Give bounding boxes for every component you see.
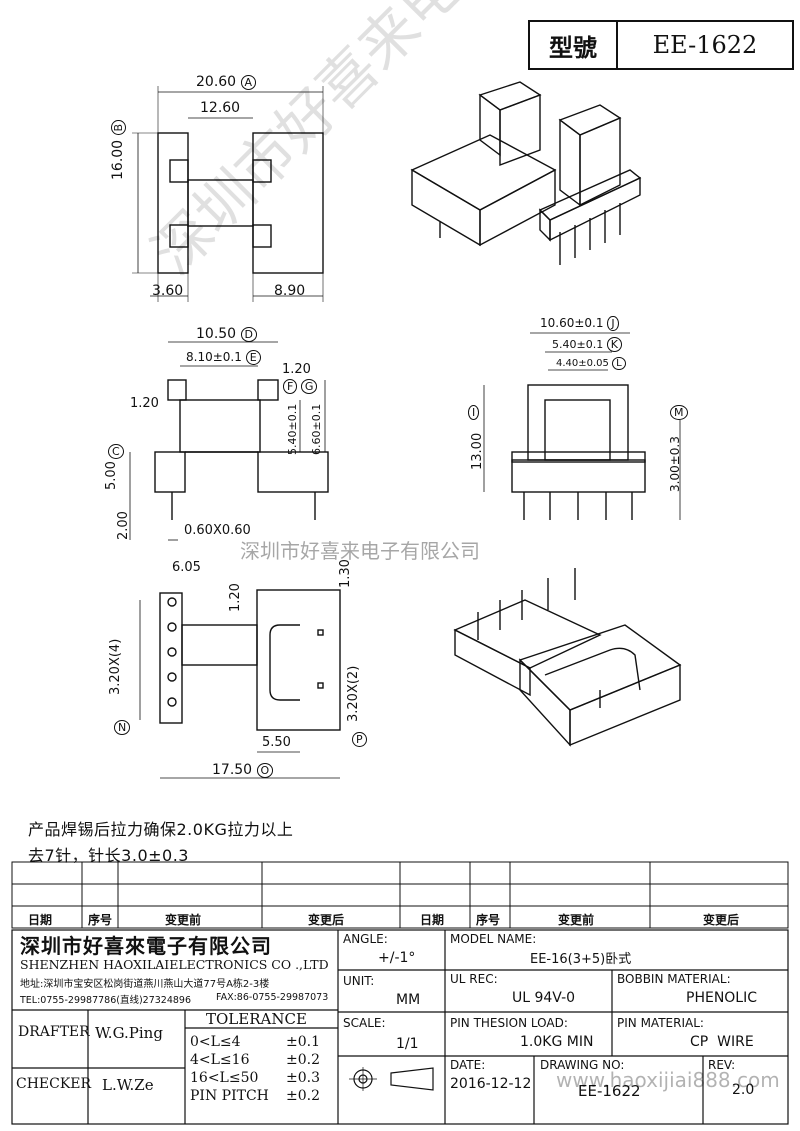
- dim-bottom-d: 3.20X(4): [108, 638, 123, 695]
- dim-bottom-e-id: P: [352, 732, 367, 747]
- note-line-2: 去7针，针长3.0±0.3: [28, 846, 189, 865]
- checker-label: CHECKER: [16, 1076, 92, 1092]
- dim-side-a: 10.60±0.1 J: [540, 316, 619, 331]
- watermark-footer: www.haoxijiai888.com: [556, 1068, 780, 1092]
- tolerance-row: 16<L≤50±0.3: [190, 1070, 320, 1086]
- rev-value: 2.0: [732, 1082, 755, 1098]
- side-view: [483, 332, 681, 520]
- watermark-horizontal: 深圳市好喜来电子有限公司: [240, 539, 480, 563]
- dim-bottom-f: 5.50: [262, 735, 291, 750]
- dim-side-b: 5.40±0.1 K: [552, 337, 622, 352]
- pin-material-label: PIN MATERIAL:: [617, 1016, 704, 1030]
- note-line-1: 产品焊锡后拉力确保2.0KG拉力以上: [28, 820, 294, 839]
- dim-front-i: 0.60X0.60: [184, 523, 251, 538]
- scale-label: SCALE:: [343, 1016, 386, 1030]
- tolerance-row: 4<L≤16±0.2: [190, 1052, 320, 1068]
- dim-front-e: 5.40±0.1: [286, 403, 299, 455]
- tolerance-row: PIN PITCH±0.2: [190, 1088, 320, 1104]
- top-view: [132, 86, 324, 302]
- dim-side-d-id: I: [468, 405, 480, 420]
- rev-header-before-2: 变更前: [558, 913, 595, 927]
- rev-header-date-1: 日期: [28, 913, 53, 927]
- unit-label: UNIT:: [343, 974, 375, 988]
- dim-front-g-id: C: [108, 444, 124, 459]
- dim-bottom-d-id: N: [114, 720, 131, 735]
- rev-header-date-2: 日期: [420, 913, 445, 927]
- ul-value: UL 94V-0: [512, 990, 576, 1006]
- bottom-view: [139, 589, 341, 779]
- dim-front-f: 6.60±0.1: [310, 403, 323, 455]
- iso-view-top: [410, 81, 642, 265]
- scale-value: 1/1: [396, 1036, 419, 1052]
- dim-side-d: 13.00: [470, 432, 485, 470]
- angle-value: +/-1°: [378, 950, 416, 966]
- iso-view-bottom: [453, 568, 682, 747]
- dim-side-e-id: M: [670, 405, 688, 420]
- company-address: 地址:深圳市宝安区松岗街道燕川燕山大道77号A栋2-3楼: [20, 979, 270, 990]
- dim-front-d: 1.20: [130, 396, 159, 411]
- title-block-grid: [11, 929, 789, 1125]
- model-name-label: MODEL NAME:: [450, 932, 537, 946]
- dim-top-a: 20.60 A: [196, 74, 257, 90]
- drawing-no-value: EE-1622: [578, 1082, 641, 1100]
- title-block: 型號 EE-1622: [528, 20, 794, 70]
- unit-value: MM: [396, 992, 421, 1008]
- company-name-en: SHENZHEN HAOXILAIELECTRONICS CO .,LTD: [20, 957, 329, 972]
- dim-top-d: 3.60: [152, 283, 184, 299]
- dim-top-b: 12.60: [200, 100, 241, 116]
- pin-load-label: PIN THESION LOAD:: [450, 1016, 568, 1030]
- angle-label: ANGLE:: [343, 932, 388, 946]
- dim-front-h: 2.00: [116, 511, 131, 540]
- rev-label: REV:: [708, 1058, 736, 1072]
- technical-drawing: [129, 81, 682, 779]
- company-tel: TEL:0755-29987786(直线)27324896: [20, 995, 192, 1006]
- company-name-cn: 深圳市好喜來電子有限公司: [20, 934, 272, 958]
- rev-header-seq-1: 序号: [88, 913, 113, 927]
- dim-side-e: 3.00±0.3: [668, 436, 682, 492]
- model-label: 型號: [530, 22, 618, 68]
- bobbin-material-value: PHENOLIC: [686, 990, 758, 1006]
- tolerance-list: 0<L≤4±0.1 4<L≤16±0.2 16<L≤50±0.3 PIN PIT…: [190, 1033, 320, 1105]
- tolerance-row: 0<L≤4±0.1: [190, 1034, 320, 1050]
- front-view: [129, 341, 329, 541]
- dim-front-c-ids: F G: [283, 379, 318, 394]
- drafter-label: DRAFTER: [18, 1024, 90, 1040]
- dim-front-a: 10.50 D: [196, 326, 258, 342]
- bobbin-material-label: BOBBIN MATERIAL:: [617, 972, 731, 986]
- dim-bottom-e: 3.20X(2): [346, 665, 361, 722]
- ul-label: UL REC:: [450, 972, 498, 986]
- revision-table: [11, 861, 789, 929]
- dim-bottom-a: 6.05: [172, 560, 201, 575]
- dim-top-e: 8.90: [274, 283, 306, 299]
- drawing-no-label: DRAWING NO:: [540, 1058, 625, 1072]
- projection-symbol-icon: [349, 1067, 434, 1091]
- dim-front-g: 5.00: [104, 461, 119, 490]
- model-name-value: EE-16(3+5)卧式: [530, 952, 632, 967]
- company-fax: FAX:86-0755-29987073: [216, 992, 329, 1003]
- checker-name: L.W.Ze: [102, 1076, 154, 1094]
- drafter-name: W.G.Ping: [95, 1024, 163, 1042]
- dim-front-c: 1.20: [282, 362, 311, 377]
- date-value: 2016-12-12: [450, 1076, 532, 1092]
- dim-side-c: 4.40±0.05 L: [556, 357, 626, 370]
- dim-bottom-b: 1.20: [228, 583, 243, 612]
- tolerance-title: TOLERANCE: [206, 1010, 307, 1028]
- rev-header-seq-2: 序号: [476, 913, 501, 927]
- date-label: DATE:: [450, 1058, 486, 1072]
- rev-header-after-1: 变更后: [308, 913, 345, 927]
- rev-header-after-2: 变更后: [703, 913, 740, 927]
- dim-bottom-g: 17.50 O: [212, 762, 274, 778]
- pin-load-value: 1.0KG MIN: [520, 1034, 594, 1050]
- dim-front-b: 8.10±0.1 E: [186, 350, 261, 365]
- pin-material-value: CP WIRE: [690, 1034, 754, 1050]
- model-number: EE-1622: [652, 31, 758, 59]
- rev-header-before-1: 变更前: [165, 913, 202, 927]
- dim-top-c: 16.00 B: [110, 119, 126, 180]
